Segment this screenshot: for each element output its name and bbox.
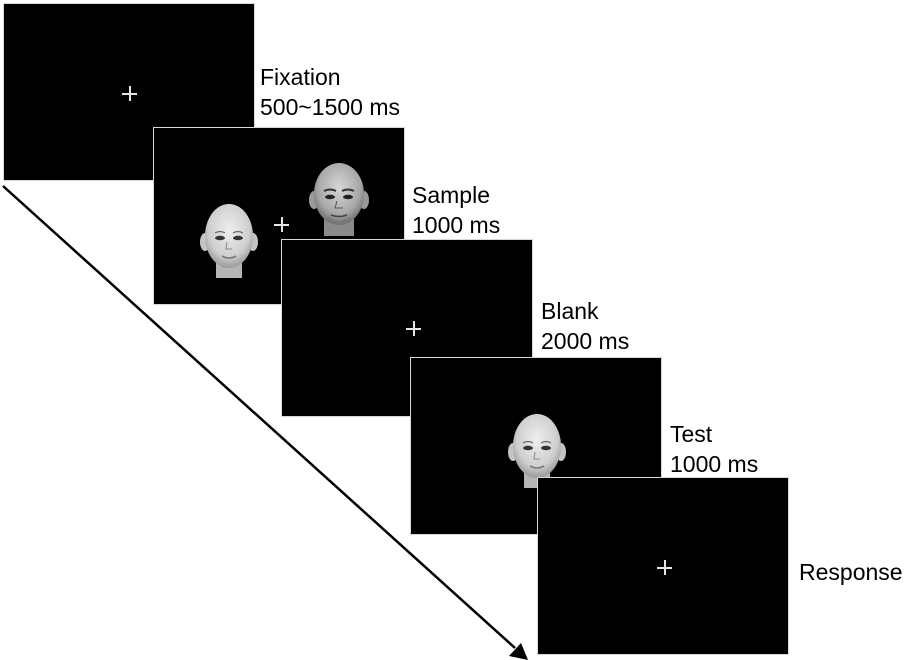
blank-label: Blank 2000 ms	[541, 296, 629, 356]
sample-label: Sample 1000 ms	[412, 180, 500, 240]
stage-duration: 2000 ms	[541, 328, 630, 354]
stage-name: Fixation	[260, 64, 341, 90]
stage-duration: 1000 ms	[670, 451, 759, 477]
stage-duration: 1000 ms	[412, 212, 501, 238]
stage-name: Response	[799, 559, 903, 585]
stage-name: Sample	[412, 182, 490, 208]
test-screen	[410, 357, 662, 535]
stage-duration: 500~1500 ms	[260, 94, 401, 120]
fixation-cross-icon	[657, 560, 672, 575]
stage-name: Blank	[541, 298, 599, 324]
fixation-label: Fixation 500~1500 ms	[260, 62, 400, 122]
fixation-cross-icon	[122, 86, 137, 101]
test-label: Test 1000 ms	[670, 419, 758, 479]
stage-name: Test	[670, 421, 713, 447]
fixation-cross-icon	[274, 217, 289, 232]
response-label: Response	[799, 557, 903, 587]
response-screen	[537, 477, 789, 655]
face-stimulus-icon	[309, 163, 369, 236]
face-stimulus-icon	[200, 204, 258, 278]
fixation-cross-icon	[406, 321, 421, 336]
